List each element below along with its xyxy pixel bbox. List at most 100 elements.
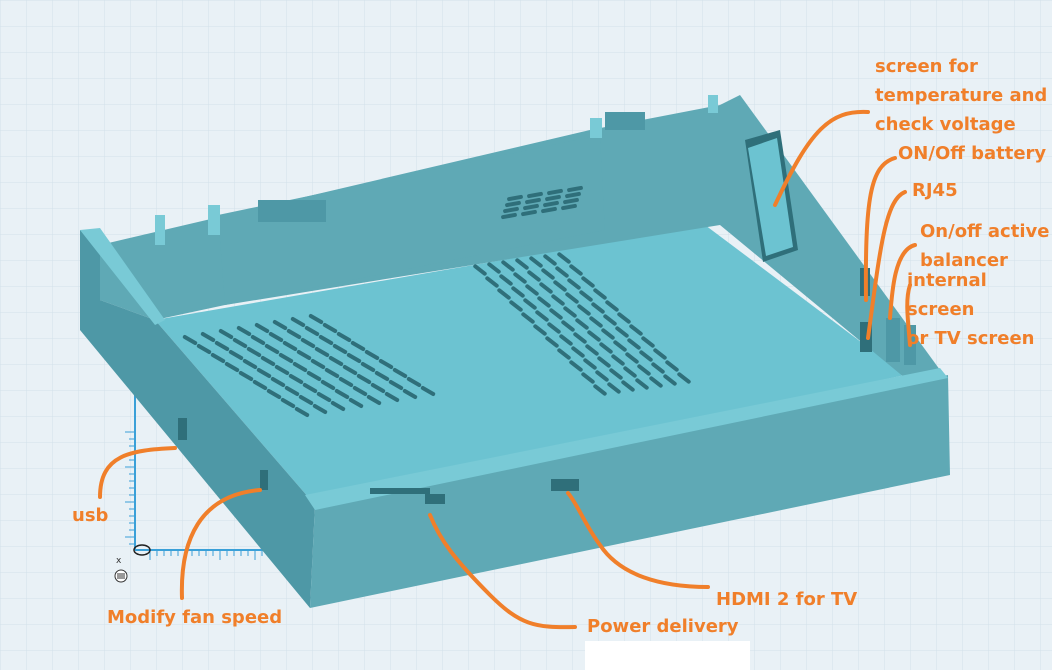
vent-slot [585,344,599,356]
vent-slot [332,344,348,354]
vent-slot [545,336,559,348]
vent-slot [561,203,577,211]
arrow-active-balancer [888,243,917,320]
vent-slot [639,350,653,362]
vent-slot [334,389,350,399]
vent-slot [641,336,655,348]
vent-slot [298,395,314,405]
vent-slot [627,338,641,350]
vent-slot [513,272,527,284]
vent-slot [533,324,547,336]
vent-slot [292,362,308,372]
vent-slot [521,209,537,217]
vent-slot [507,194,523,202]
vent-slot [573,332,587,344]
vent-slot [515,258,529,270]
annotation-arrows [98,109,917,630]
vent-slot [551,294,565,306]
vent-slot [280,398,296,408]
vent-slot [565,191,581,199]
vent-slot [342,365,358,375]
vent-slot [593,288,607,300]
vent-slot [579,290,593,302]
vent-slot [509,300,523,312]
vent-slot [200,332,216,342]
vent-slot [487,262,501,274]
vent-slot [549,308,563,320]
vent-slot [497,288,511,300]
vent-slot [599,342,613,354]
vent-slot [609,368,623,380]
vent-slot [274,365,290,375]
label-screen: screen for temperature and check voltage [875,56,1048,135]
vent-slot [547,322,561,334]
vent-slot [278,353,294,363]
left-wall-outer [80,230,315,608]
vent-slot [525,284,539,296]
vent-slot [637,364,651,376]
vent-slot [348,398,364,408]
vent-slot [228,350,244,360]
vent-slot [545,194,561,202]
vent-slot [392,368,408,378]
vent-slot [629,324,643,336]
vent-slot [310,359,326,369]
label-usb: usb [72,505,109,526]
vent-slot [603,314,617,326]
vent-slot [346,353,362,363]
vent-slot [617,312,631,324]
vent-slot [535,310,549,322]
vent-slot [266,389,282,399]
hdmi-port [551,479,579,491]
vent-slot [543,254,557,266]
vent-slot [587,330,601,342]
vent-slot [529,256,543,268]
vent-slot [272,320,288,330]
vent-slot [591,302,605,314]
vent-slot [563,197,579,205]
vent-slot [541,206,557,214]
vent-slot [663,374,677,386]
vent-slot [352,386,368,396]
vent-slot [485,276,499,288]
vent-slot [543,200,559,208]
vent-slot [324,368,340,378]
clip [590,118,602,138]
vent-slot [284,386,300,396]
label-active-balancer: On/off active balancer [920,221,1050,271]
vent-slot [501,212,517,220]
vent-slot [250,335,266,345]
label-hdmi: HDMI 2 for TV [716,589,858,610]
power-delivery-port [425,494,445,504]
vent-slot [649,376,663,388]
vent-slot [505,200,521,208]
vent-slot [553,280,567,292]
vent-slot [336,332,352,342]
vent-slot [511,286,525,298]
vent-slot [328,356,344,366]
clip [708,95,718,113]
vent-slot [555,266,569,278]
vent-slot [378,359,394,369]
vent-slot [523,203,539,211]
vent-slot [182,335,198,345]
fan-speed-port [260,470,268,490]
vent-slot [304,326,320,336]
vent-slot [302,383,318,393]
vent-slot [238,371,254,381]
back-slot [258,200,326,222]
vent-slot [581,372,595,384]
front-rim [305,368,948,510]
label-power-delivery: Power delivery [587,616,739,637]
case-model [80,95,950,608]
vent-slot [611,354,625,366]
ruler-origin-icon[interactable] [133,544,151,556]
vent-slot [196,344,212,354]
vent-slot [615,326,629,338]
vent-slot [623,366,637,378]
vent-slot [290,317,306,327]
front-lip [370,488,430,494]
vent-slot [597,356,611,368]
vent-slot [256,368,272,378]
vent-slot [300,338,316,348]
